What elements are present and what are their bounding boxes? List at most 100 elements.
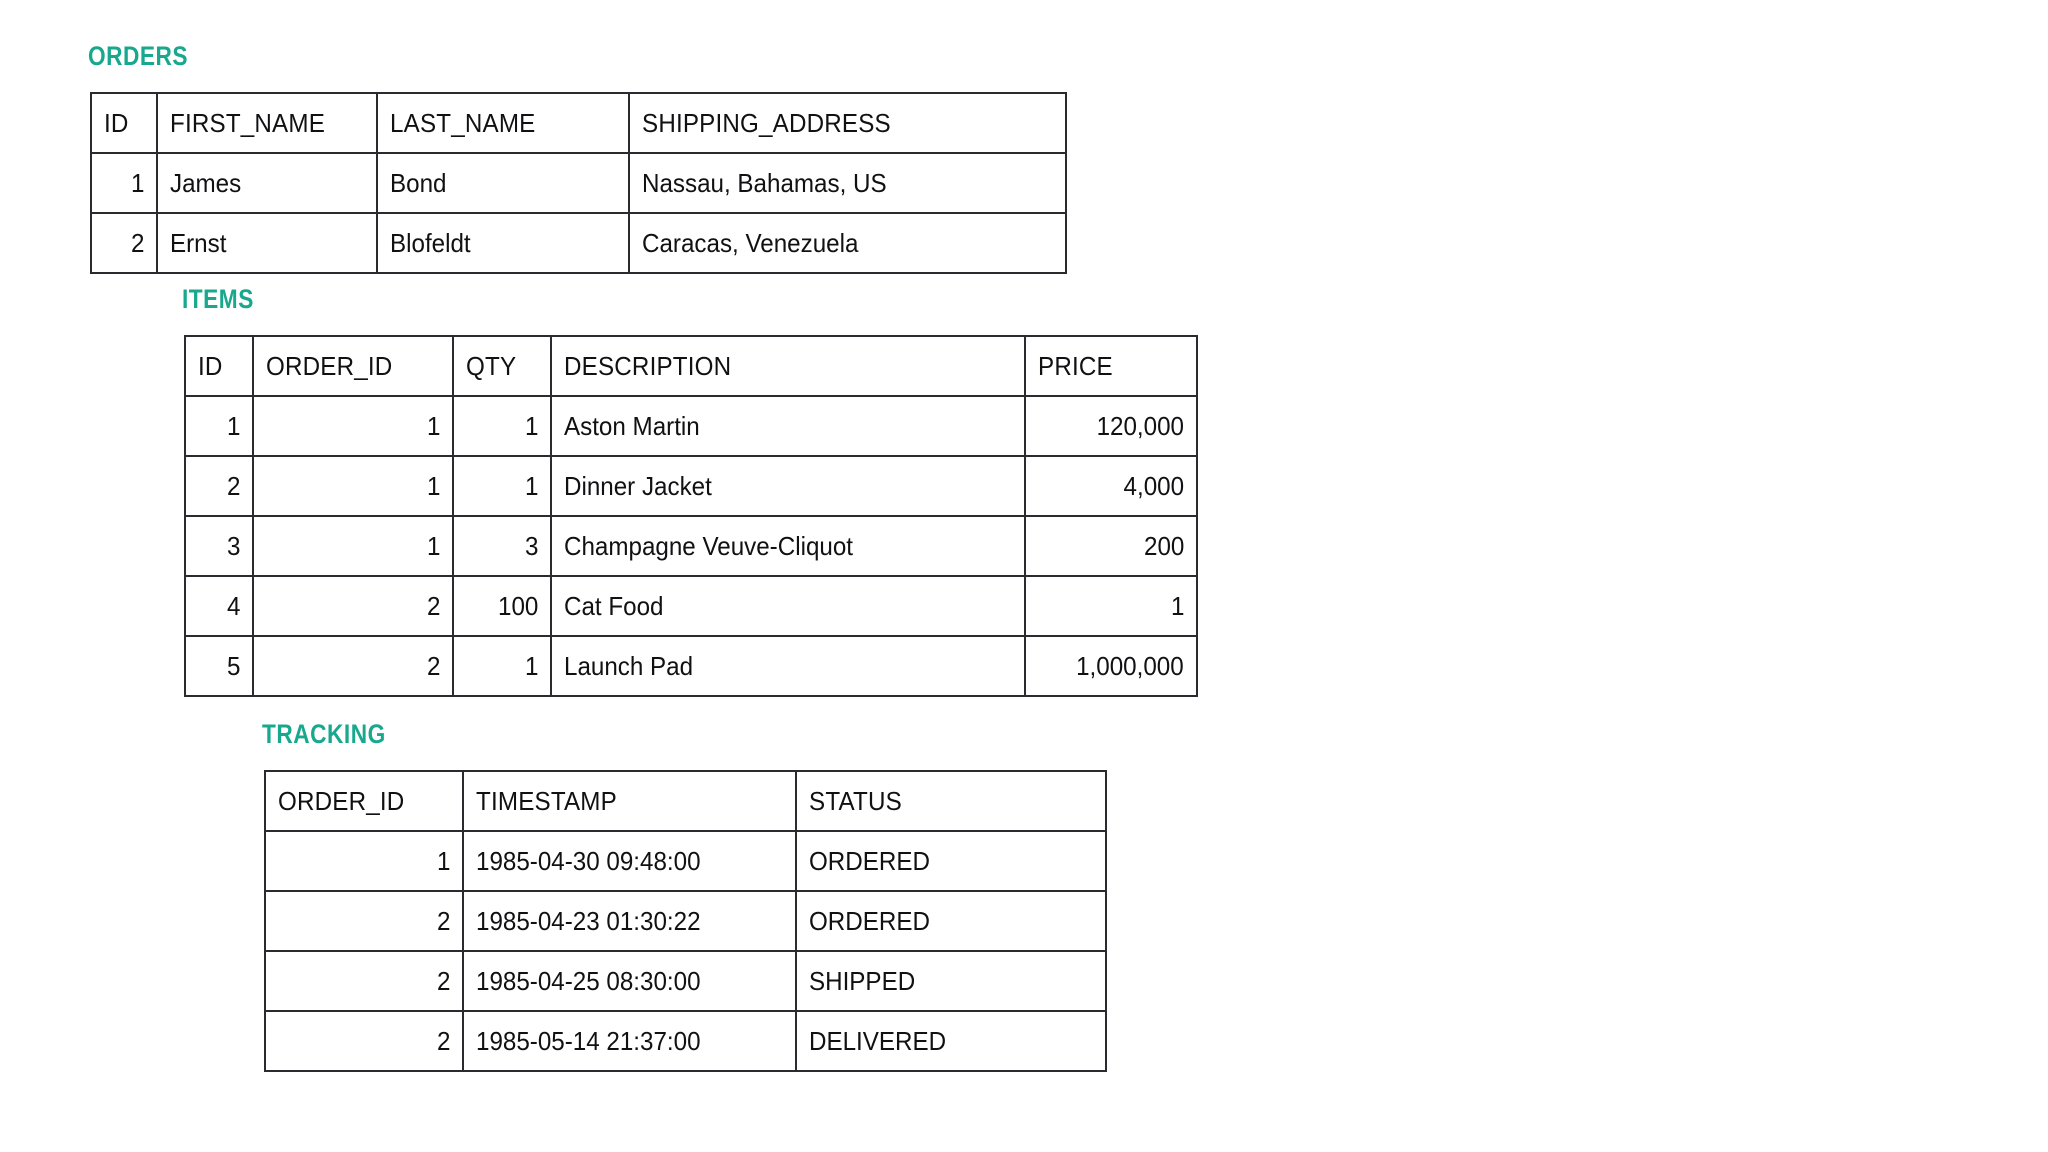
cell-order-id: 2 [252,575,454,637]
cell-order-id-text: 2 [436,906,450,936]
table-header-row: ORDER_ID TIMESTAMP STATUS [264,770,1107,832]
table-row: 5 2 1 Launch Pad 1,000,000 [184,635,1198,697]
cell-order-id: 2 [252,635,454,697]
table-header-row: ID ORDER_ID QTY DESCRIPTION PRICE [184,335,1198,397]
cell-qty-text: 1 [524,651,538,681]
cell-qty: 100 [452,575,552,637]
cell-qty-text: 100 [497,591,538,621]
column-header-shipping-address: SHIPPING_ADDRESS [628,92,1067,154]
cell-timestamp-text: 1985-04-30 09:48:00 [476,846,701,876]
cell-price-text: 200 [1143,531,1184,561]
cell-description-text: Cat Food [564,591,664,621]
cell-id-text: 4 [226,591,240,621]
cell-order-id: 2 [264,890,464,952]
cell-price: 4,000 [1024,455,1198,517]
cell-price: 200 [1024,515,1198,577]
cell-description: Cat Food [550,575,1026,637]
cell-last-name-text: Blofeldt [390,228,471,258]
cell-last-name: Bond [376,152,630,214]
cell-status-text: ORDERED [809,906,930,936]
column-header-description: DESCRIPTION [550,335,1026,397]
table-row: 2 1985-04-23 01:30:22 ORDERED [264,890,1107,952]
table-row: 4 2 100 Cat Food 1 [184,575,1198,637]
cell-price-text: 1 [1170,591,1184,621]
cell-id-text: 1 [130,168,144,198]
cell-timestamp: 1985-04-23 01:30:22 [462,890,797,952]
column-header-price-text: PRICE [1038,351,1113,381]
table-row: 3 1 3 Champagne Veuve-Cliquot 200 [184,515,1198,577]
cell-order-id: 1 [264,830,464,892]
cell-price: 120,000 [1024,395,1198,457]
orders-table: ID FIRST_NAME LAST_NAME SHIPPING_ADDRESS… [90,92,1067,274]
table-row: 2 1 1 Dinner Jacket 4,000 [184,455,1198,517]
cell-id-text: 2 [226,471,240,501]
table-row: 2 1985-05-14 21:37:00 DELIVERED [264,1010,1107,1072]
cell-order-id: 1 [252,515,454,577]
cell-id: 3 [184,515,254,577]
cell-id: 1 [184,395,254,457]
cell-id: 5 [184,635,254,697]
cell-last-name: Blofeldt [376,212,630,274]
cell-first-name-text: James [170,168,242,198]
column-header-order-id: ORDER_ID [252,335,454,397]
column-header-qty-text: QTY [466,351,517,381]
cell-price: 1 [1024,575,1198,637]
table-row: 1 1985-04-30 09:48:00 ORDERED [264,830,1107,892]
items-table: ID ORDER_ID QTY DESCRIPTION PRICE 1 1 1 … [184,335,1198,697]
cell-order-id-text: 1 [426,471,440,501]
cell-qty-text: 1 [524,471,538,501]
cell-description-text: Launch Pad [564,651,694,681]
cell-shipping-address-text: Caracas, Venezuela [642,228,859,258]
cell-price-text: 4,000 [1123,471,1184,501]
cell-description-text: Dinner Jacket [564,471,712,501]
cell-shipping-address: Nassau, Bahamas, US [628,152,1067,214]
column-header-last-name: LAST_NAME [376,92,630,154]
cell-first-name-text: Ernst [170,228,227,258]
cell-id: 2 [90,212,158,274]
cell-first-name: James [156,152,378,214]
column-header-timestamp-text: TIMESTAMP [476,786,617,816]
cell-order-id-text: 1 [436,846,450,876]
cell-timestamp: 1985-04-30 09:48:00 [462,830,797,892]
cell-timestamp: 1985-04-25 08:30:00 [462,950,797,1012]
cell-order-id: 2 [264,950,464,1012]
column-header-order-id-text: ORDER_ID [278,786,405,816]
column-header-order-id: ORDER_ID [264,770,464,832]
column-header-id-text: ID [104,108,129,138]
cell-id-text: 1 [226,411,240,441]
table-row: 1 James Bond Nassau, Bahamas, US [90,152,1067,214]
column-header-price: PRICE [1024,335,1198,397]
cell-id: 4 [184,575,254,637]
cell-qty: 1 [452,455,552,517]
cell-qty: 1 [452,395,552,457]
cell-id-text: 5 [226,651,240,681]
column-header-description-text: DESCRIPTION [564,351,732,381]
column-header-status-text: STATUS [809,786,902,816]
cell-id-text: 2 [130,228,144,258]
column-header-id-text: ID [198,351,223,381]
table-row: 2 Ernst Blofeldt Caracas, Venezuela [90,212,1067,274]
cell-order-id-text: 2 [426,591,440,621]
column-header-last-name-text: LAST_NAME [390,108,536,138]
column-header-status: STATUS [795,770,1107,832]
table-row: 1 1 1 Aston Martin 120,000 [184,395,1198,457]
cell-qty-text: 3 [524,531,538,561]
cell-qty-text: 1 [524,411,538,441]
cell-status: DELIVERED [795,1010,1107,1072]
cell-timestamp-text: 1985-05-14 21:37:00 [476,1026,701,1056]
cell-status: ORDERED [795,890,1107,952]
cell-order-id-text: 2 [436,1026,450,1056]
cell-description-text: Aston Martin [564,411,700,441]
orders-table-label: ORDERS [88,41,189,71]
cell-status-text: SHIPPED [809,966,916,996]
cell-order-id: 1 [252,455,454,517]
cell-status-text: DELIVERED [809,1026,947,1056]
cell-timestamp-text: 1985-04-23 01:30:22 [476,906,701,936]
cell-order-id-text: 1 [426,411,440,441]
column-header-shipping-address-text: SHIPPING_ADDRESS [642,108,891,138]
cell-order-id-text: 2 [436,966,450,996]
cell-qty: 1 [452,635,552,697]
cell-status: ORDERED [795,830,1107,892]
tracking-table-label: TRACKING [262,719,386,749]
